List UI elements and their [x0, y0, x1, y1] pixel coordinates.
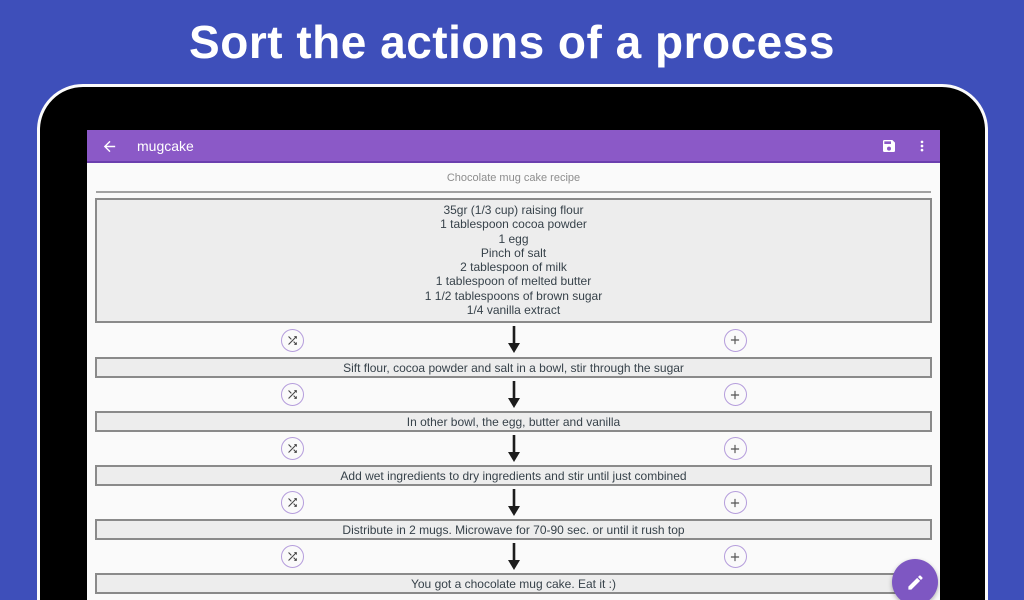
- plus-icon: [730, 336, 740, 345]
- overflow-menu-icon[interactable]: [915, 138, 929, 154]
- step-text: In other bowl, the egg, butter and vanil…: [406, 414, 621, 429]
- add-step-button[interactable]: [723, 328, 747, 352]
- app-toolbar: mugcake: [87, 130, 940, 163]
- recipe-title: Chocolate mug cake recipe: [446, 172, 581, 184]
- edit-fab-button[interactable]: [892, 559, 938, 600]
- step-box[interactable]: Distribute in 2 mugs. Microwave for 70-9…: [95, 519, 932, 541]
- app-screen: mugcake Chocolate mug cake recipe 35gr (…: [87, 130, 940, 600]
- connector-row: [87, 323, 940, 357]
- connector-row: [87, 378, 940, 411]
- step-text: You got a chocolate mug cake. Eat it :): [410, 576, 616, 591]
- header-divider: [96, 191, 931, 193]
- ingredient-line: 35gr (1/3 cup) raising flour: [443, 203, 584, 217]
- down-arrow-icon: [508, 435, 520, 463]
- page-banner: Sort the actions of a process: [0, 0, 1024, 84]
- swap-button[interactable]: [280, 545, 304, 569]
- down-arrow-icon: [508, 326, 520, 354]
- swap-button[interactable]: [280, 437, 304, 461]
- pencil-icon: [907, 574, 923, 590]
- swap-button[interactable]: [280, 491, 304, 515]
- plus-icon: [730, 498, 740, 507]
- shuffle-icon: [287, 552, 297, 562]
- down-arrow-icon: [508, 381, 520, 409]
- save-icon[interactable]: [881, 138, 897, 154]
- plus-icon: [730, 552, 740, 561]
- add-step-button[interactable]: [723, 491, 747, 515]
- shuffle-icon: [287, 336, 297, 345]
- connector-row: [87, 540, 940, 573]
- step-text: Distribute in 2 mugs. Microwave for 70-9…: [342, 522, 685, 537]
- step-text: Sift flour, cocoa powder and salt in a b…: [343, 360, 684, 375]
- down-arrow-icon: [508, 543, 520, 571]
- add-step-button[interactable]: [723, 383, 747, 407]
- swap-button[interactable]: [280, 383, 304, 407]
- plus-icon: [730, 444, 740, 453]
- step-box[interactable]: Add wet ingredients to dry ingredients a…: [95, 465, 932, 487]
- toolbar-title: mugcake: [137, 137, 194, 154]
- shuffle-icon: [287, 390, 297, 400]
- ingredient-line: 1 egg: [498, 231, 529, 246]
- connector-row: [87, 486, 940, 519]
- ingredient-line: 1 1/2 tablespoons of brown sugar: [424, 288, 603, 303]
- plus-icon: [730, 390, 740, 399]
- shuffle-icon: [287, 498, 297, 508]
- ingredient-line: Pinch of salt: [480, 245, 547, 260]
- ingredient-line: 1 tablespoon cocoa powder: [440, 217, 587, 232]
- down-arrow-icon: [508, 489, 520, 517]
- tablet-frame: mugcake Chocolate mug cake recipe 35gr (…: [37, 84, 988, 600]
- ingredients-box[interactable]: 35gr (1/3 cup) raising flour 1 tablespoo…: [95, 198, 932, 324]
- ingredient-line: 1/4 vanilla extract: [466, 303, 561, 318]
- step-box[interactable]: You got a chocolate mug cake. Eat it :): [95, 573, 932, 595]
- swap-button[interactable]: [280, 328, 304, 352]
- ingredient-line: 1 tablespoon of melted butter: [435, 274, 592, 289]
- step-text: Add wet ingredients to dry ingredients a…: [340, 468, 687, 483]
- page-title: Sort the actions of a process: [189, 16, 835, 68]
- step-box[interactable]: Sift flour, cocoa powder and salt in a b…: [95, 357, 932, 379]
- ingredient-line: 2 tablespoon of milk: [460, 260, 567, 275]
- connector-row: [87, 432, 940, 465]
- shuffle-icon: [287, 444, 297, 454]
- add-step-button[interactable]: [723, 437, 747, 461]
- step-box[interactable]: In other bowl, the egg, butter and vanil…: [95, 411, 932, 433]
- add-step-button[interactable]: [723, 545, 747, 569]
- back-icon[interactable]: [101, 138, 118, 155]
